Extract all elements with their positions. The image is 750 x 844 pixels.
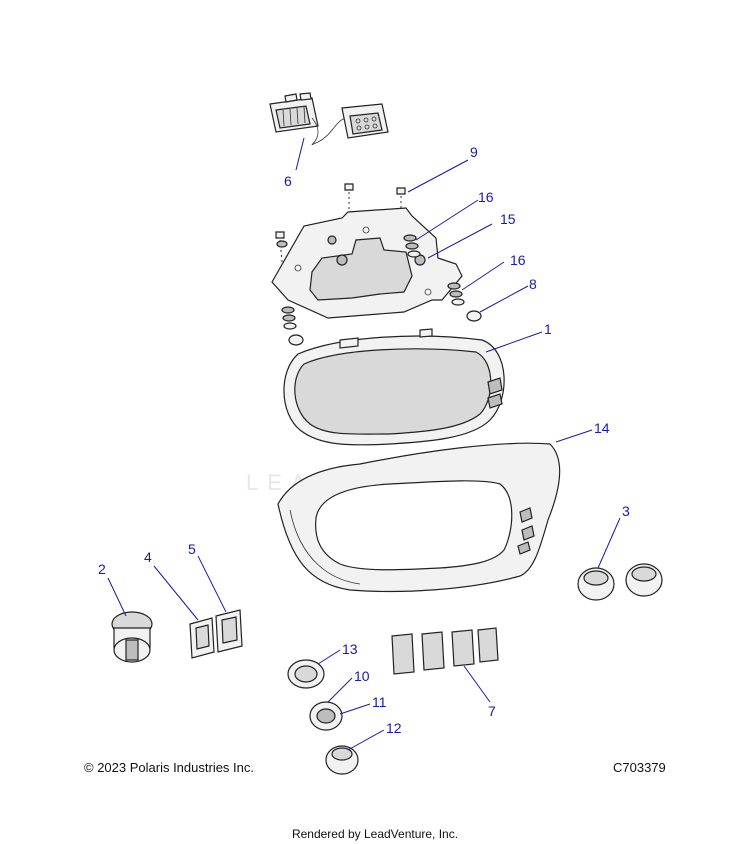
callout-9: 9 <box>470 144 478 160</box>
callout-16-lower: 16 <box>510 252 526 268</box>
nuts <box>288 310 482 346</box>
callout-16-upper: 16 <box>478 189 494 205</box>
callout-8: 8 <box>529 276 537 292</box>
rendered-by-credit: Rendered by LeadVenture, Inc. <box>291 827 459 841</box>
power-outlet-socket <box>309 701 343 731</box>
callout-14: 14 <box>594 420 610 436</box>
screw <box>275 231 285 263</box>
callout-7: 7 <box>488 703 496 719</box>
grommet-stack-upper <box>403 234 421 258</box>
grommet-stack-right <box>447 282 465 306</box>
callout-5: 5 <box>188 541 196 557</box>
callout-11: 11 <box>372 694 387 710</box>
callout-3: 3 <box>622 503 630 519</box>
leader-lines <box>107 137 621 751</box>
rocker-switch-right <box>215 609 243 653</box>
callout-6: 6 <box>284 173 292 189</box>
callout-13: 13 <box>342 641 358 657</box>
callout-labels: 1 2 3 4 5 6 7 8 9 10 11 12 13 14 15 16 1… <box>98 144 630 736</box>
wire-harness <box>269 92 389 146</box>
power-outlet-ring <box>287 659 325 689</box>
accessory-caps <box>577 563 663 601</box>
drawing-number: C703379 <box>613 760 666 775</box>
power-outlet-cap <box>325 745 359 775</box>
cluster-bezel <box>277 442 561 593</box>
callout-15: 15 <box>500 211 516 227</box>
grommet-stack-left <box>276 240 297 330</box>
callout-12: 12 <box>386 720 402 736</box>
switch-blanks <box>391 627 499 675</box>
ignition-switch <box>111 611 153 663</box>
mounting-bracket <box>271 207 463 319</box>
callout-10: 10 <box>354 668 370 684</box>
callout-2: 2 <box>98 561 106 577</box>
instrument-cluster <box>283 328 505 446</box>
screw <box>344 183 354 212</box>
rocker-switch-left <box>189 617 215 659</box>
callout-1: 1 <box>544 321 552 337</box>
copyright-notice: © 2023 Polaris Industries Inc. <box>84 760 254 775</box>
callout-4: 4 <box>144 549 152 565</box>
